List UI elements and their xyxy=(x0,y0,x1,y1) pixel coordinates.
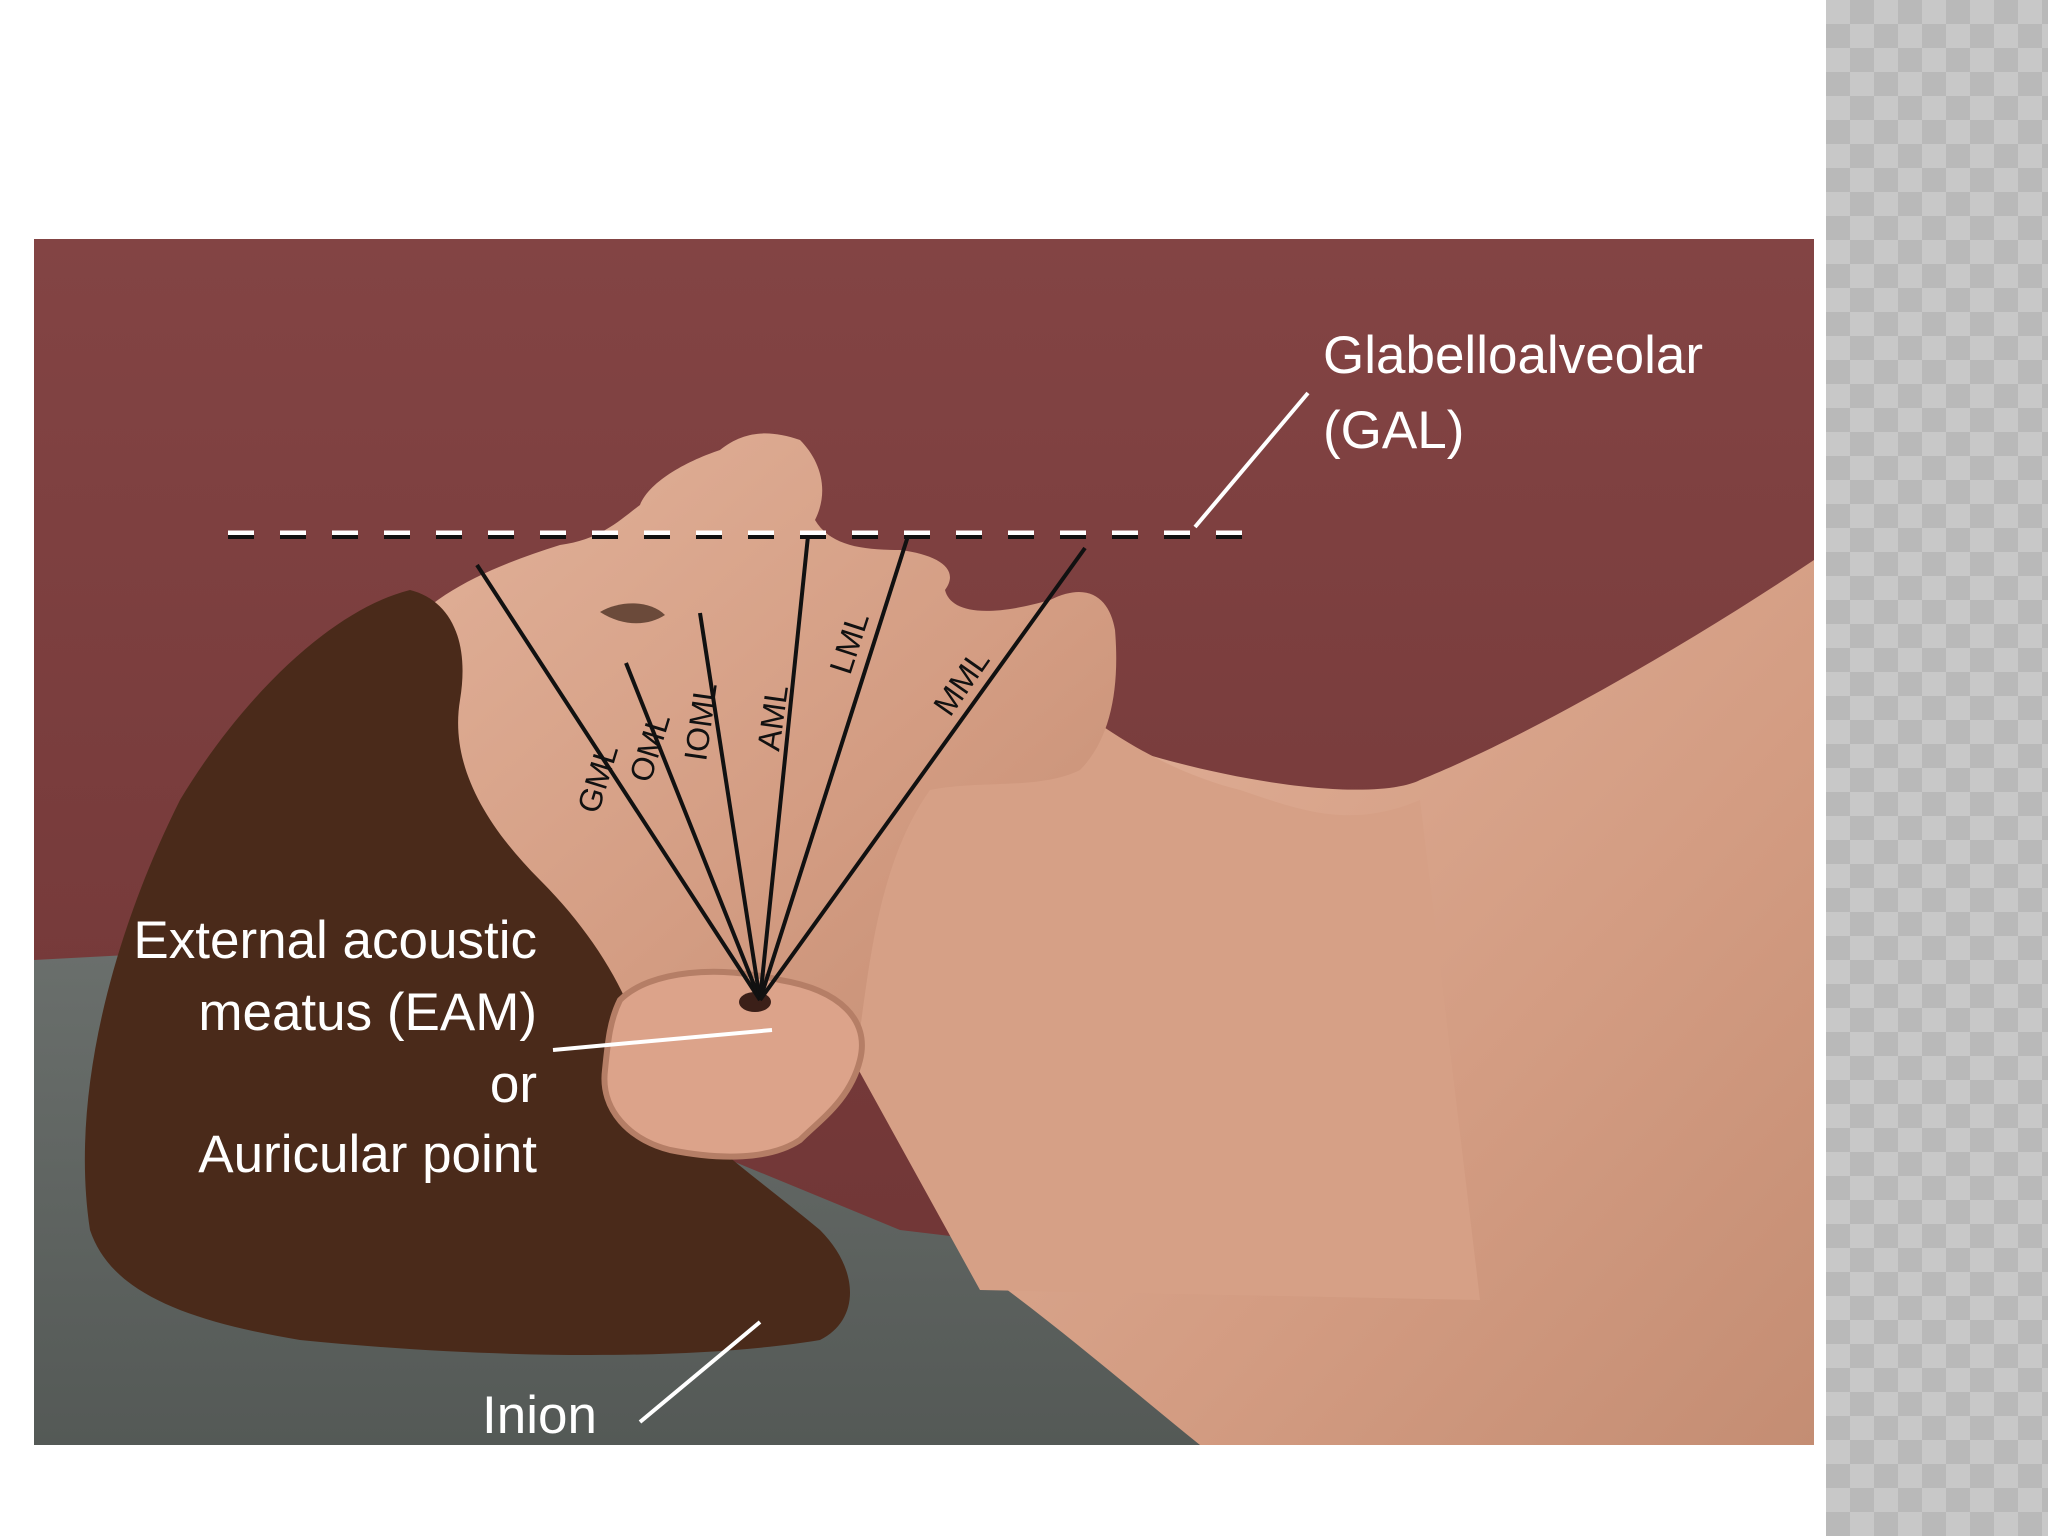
eye xyxy=(600,603,665,624)
baseline-fan xyxy=(475,535,1087,1002)
inion-label: Inion xyxy=(482,1386,597,1445)
eam-label-line4: Auricular point xyxy=(198,1125,537,1184)
ear xyxy=(601,968,865,1160)
eam-label-line2: meatus (EAM) xyxy=(198,983,537,1042)
lml-line xyxy=(758,535,910,1001)
hair xyxy=(84,590,851,1355)
radiographic-lines-figure: GML OML IOML AML LML MML Glabelloalveola… xyxy=(34,239,1814,1445)
gml-line xyxy=(475,563,762,1002)
oml-line xyxy=(624,662,762,1001)
eam-leader xyxy=(552,1028,773,1052)
side-panel-pattern xyxy=(1826,0,2048,1536)
gal-leader xyxy=(1193,391,1310,529)
inion-leader xyxy=(638,1320,762,1424)
aml-line xyxy=(758,535,810,1001)
face xyxy=(390,433,1117,1069)
eam-label-line1: External acoustic xyxy=(133,911,537,970)
neck xyxy=(820,640,1480,1300)
ioml-line xyxy=(698,612,762,1001)
mml-line xyxy=(758,546,1087,1002)
gal-label-line1: Glabelloalveolar xyxy=(1323,326,1703,385)
gal-label-line2: (GAL) xyxy=(1323,401,1464,460)
eam-label-line3: or xyxy=(490,1055,537,1114)
